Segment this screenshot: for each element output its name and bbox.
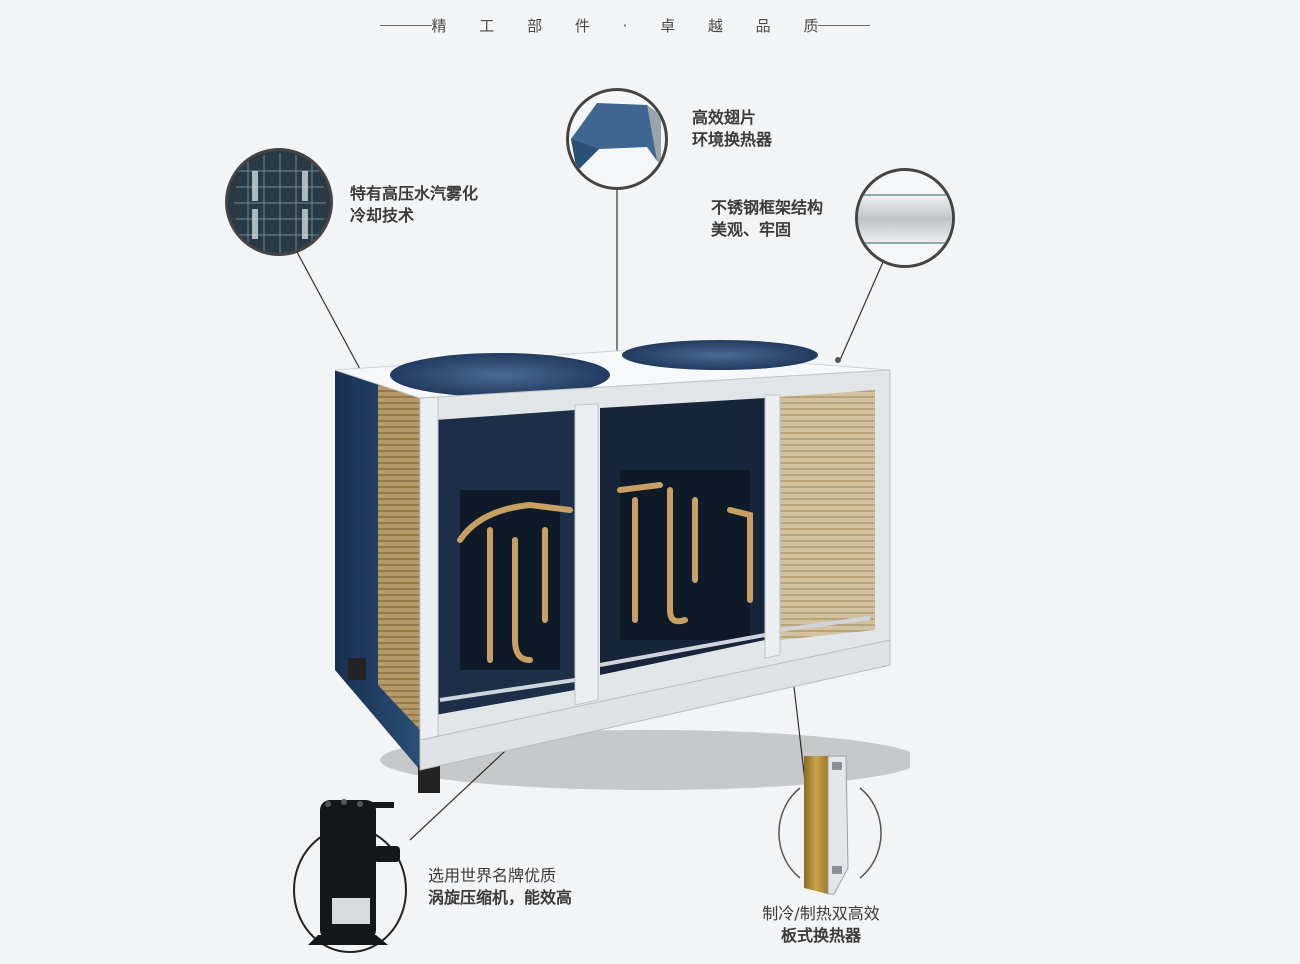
callout-line: 冷却技术 xyxy=(350,206,415,225)
page-title: 精 工 部 件 · 卓 越 品 质 xyxy=(431,16,833,35)
header-right-rule xyxy=(818,24,870,26)
mesh-grid-icon xyxy=(234,153,326,253)
spray-cooling-detail-circle xyxy=(225,148,333,256)
scroll-compressor-illustration xyxy=(293,799,407,953)
page-header: 精 工 部 件 · 卓 越 品 质 xyxy=(380,10,870,40)
callout-line: 美观、牢固 xyxy=(711,220,792,239)
callout-line: 特有高压水汽雾化 xyxy=(350,184,479,203)
header-left-rule xyxy=(380,24,432,26)
callout-fin-exchanger: 高效翅片 环境换热器 xyxy=(692,107,772,151)
callout-line: 选用世界名牌优质 xyxy=(428,866,557,885)
fin-plate-icon xyxy=(571,103,661,171)
fin-exchanger-detail-circle xyxy=(566,88,668,190)
callout-line: 不锈钢框架结构 xyxy=(711,198,824,217)
callout-plate-exchanger: 制冷/制热双高效 板式换热器 xyxy=(746,903,896,947)
callout-line: 环境换热器 xyxy=(692,130,773,149)
callout-line: 高效翅片 xyxy=(692,108,757,127)
callout-spray-cooling: 特有高压水汽雾化 冷却技术 xyxy=(350,183,478,227)
steel-bar-icon xyxy=(858,194,952,244)
callout-scroll-compressor: 选用世界名牌优质 涡旋压缩机，能效高 xyxy=(428,865,572,909)
heat-pump-unit-illustration xyxy=(334,340,910,793)
callout-steel-frame: 不锈钢框架结构 美观、牢固 xyxy=(711,197,823,241)
plate-exchanger-illustration xyxy=(778,755,882,895)
callout-line: 涡旋压缩机，能效高 xyxy=(428,888,573,907)
callout-line: 制冷/制热双高效 xyxy=(762,904,880,923)
callout-line: 板式换热器 xyxy=(780,926,861,945)
steel-frame-detail-circle xyxy=(855,168,955,268)
